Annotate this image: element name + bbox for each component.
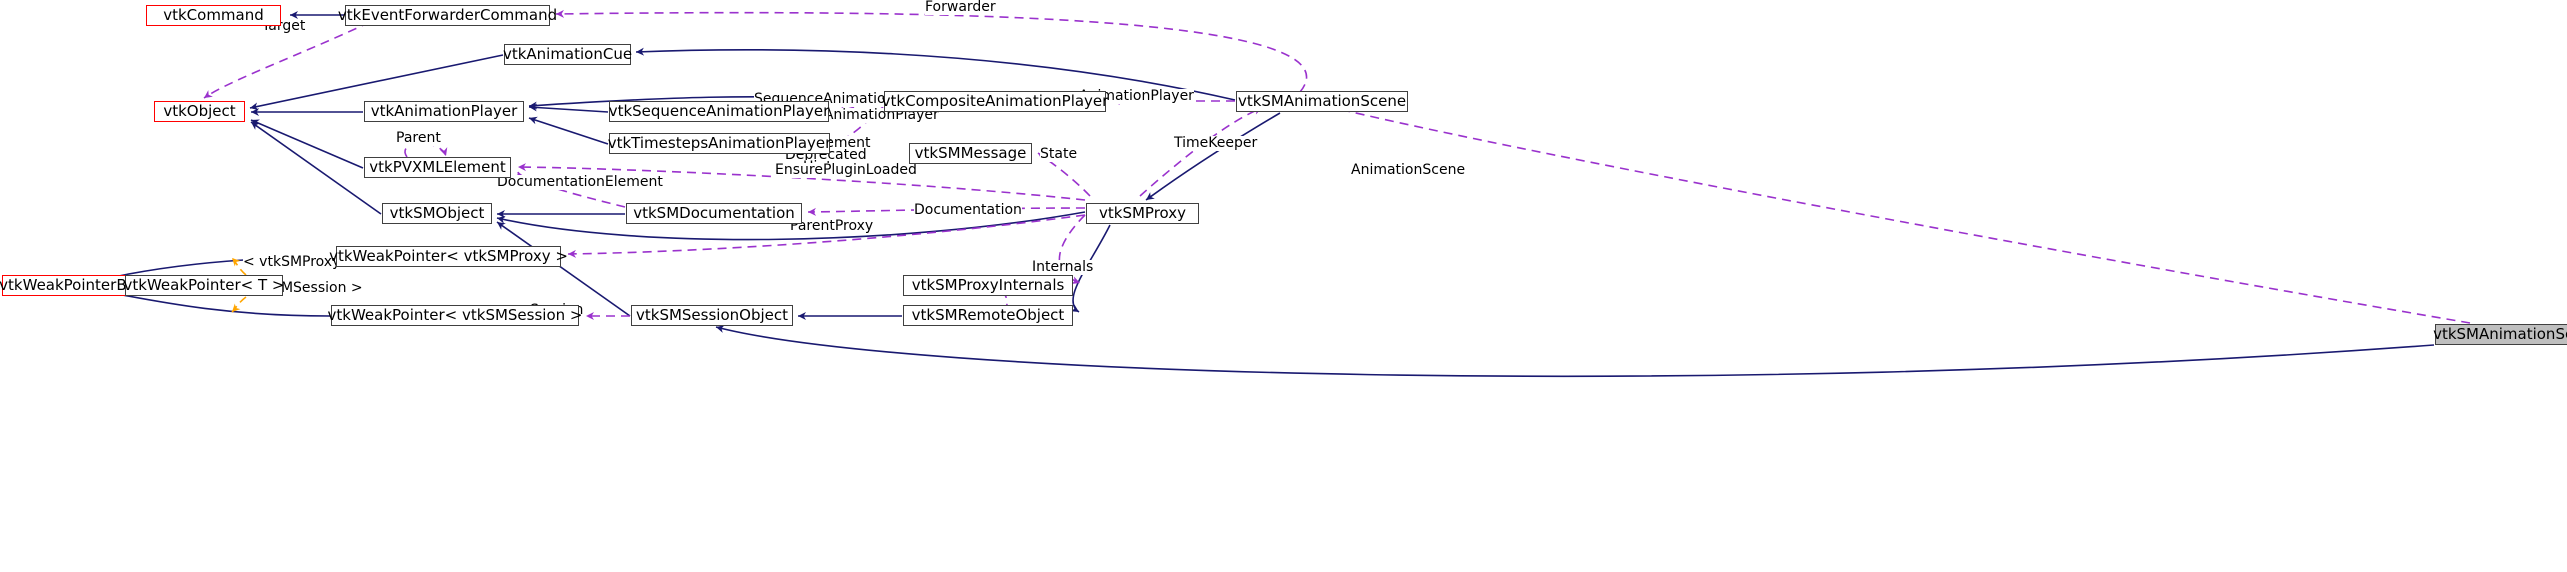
edge-label-state: State bbox=[1040, 146, 1078, 162]
edge-label-ensure-plugin-loaded: EnsurePluginLoaded bbox=[775, 162, 917, 178]
node-vtkSMSessionObject[interactable]: vtkSMSessionObject bbox=[631, 305, 793, 326]
edge-label-animation-scene: AnimationScene bbox=[1351, 162, 1466, 178]
node-vtkCompositeAnimationPlayer[interactable]: vtkCompositeAnimationPlayer bbox=[881, 91, 1109, 112]
node-vtkSequenceAnimationPlayer[interactable]: vtkSequenceAnimationPlayer bbox=[608, 101, 830, 122]
node-vtkWeakPointer-vtkSMProxy[interactable]: vtkWeakPointer< vtkSMProxy > bbox=[329, 246, 568, 267]
node-vtkObject[interactable]: vtkObject bbox=[154, 101, 245, 122]
node-vtkSMDocumentation[interactable]: vtkSMDocumentation bbox=[626, 203, 802, 224]
edge-label-timekeeper: TimeKeeper bbox=[1174, 135, 1258, 151]
edge-label-parent: Parent bbox=[396, 130, 441, 146]
node-vtkSMAnimationSceneWriter[interactable]: vtkSMAnimationSceneWriter bbox=[2433, 324, 2567, 345]
node-vtkSMRemoteObject[interactable]: vtkSMRemoteObject bbox=[903, 305, 1073, 326]
node-vtkSMProxy[interactable]: vtkSMProxy bbox=[1086, 203, 1199, 224]
node-vtkSMMessage[interactable]: vtkSMMessage bbox=[909, 143, 1032, 164]
node-vtkSMAnimationScene[interactable]: vtkSMAnimationScene bbox=[1236, 91, 1408, 112]
node-vtkWeakPointer-vtkSMSession[interactable]: vtkWeakPointer< vtkSMSession > bbox=[327, 305, 583, 326]
node-vtkEventForwarderCommand[interactable]: vtkEventForwarderCommand bbox=[337, 5, 558, 26]
edge-label-documentation-element: DocumentationElement bbox=[497, 174, 663, 190]
edge-label-forwarder: Forwarder bbox=[925, 0, 996, 15]
node-vtkAnimationCue[interactable]: vtkAnimationCue bbox=[502, 44, 633, 65]
node-vtkAnimationPlayer[interactable]: vtkAnimationPlayer bbox=[364, 101, 524, 122]
node-vtkWeakPointer-T[interactable]: vtkWeakPointer< T > bbox=[123, 275, 285, 296]
edge-label-internals: Internals bbox=[1032, 259, 1094, 275]
edge-label-documentation: Documentation bbox=[914, 202, 1022, 218]
node-vtkSMProxyInternals[interactable]: vtkSMProxyInternals bbox=[903, 275, 1073, 296]
node-vtkCommand[interactable]: vtkCommand bbox=[146, 5, 281, 26]
node-vtkPVXMLElement[interactable]: vtkPVXMLElement bbox=[364, 157, 511, 178]
node-vtkSMObject[interactable]: vtkSMObject bbox=[382, 203, 492, 224]
edge-label-parent-proxy: ParentProxy bbox=[790, 218, 874, 234]
node-vtkTimestepsAnimationPlayer[interactable]: vtkTimestepsAnimationPlayer bbox=[607, 133, 832, 154]
